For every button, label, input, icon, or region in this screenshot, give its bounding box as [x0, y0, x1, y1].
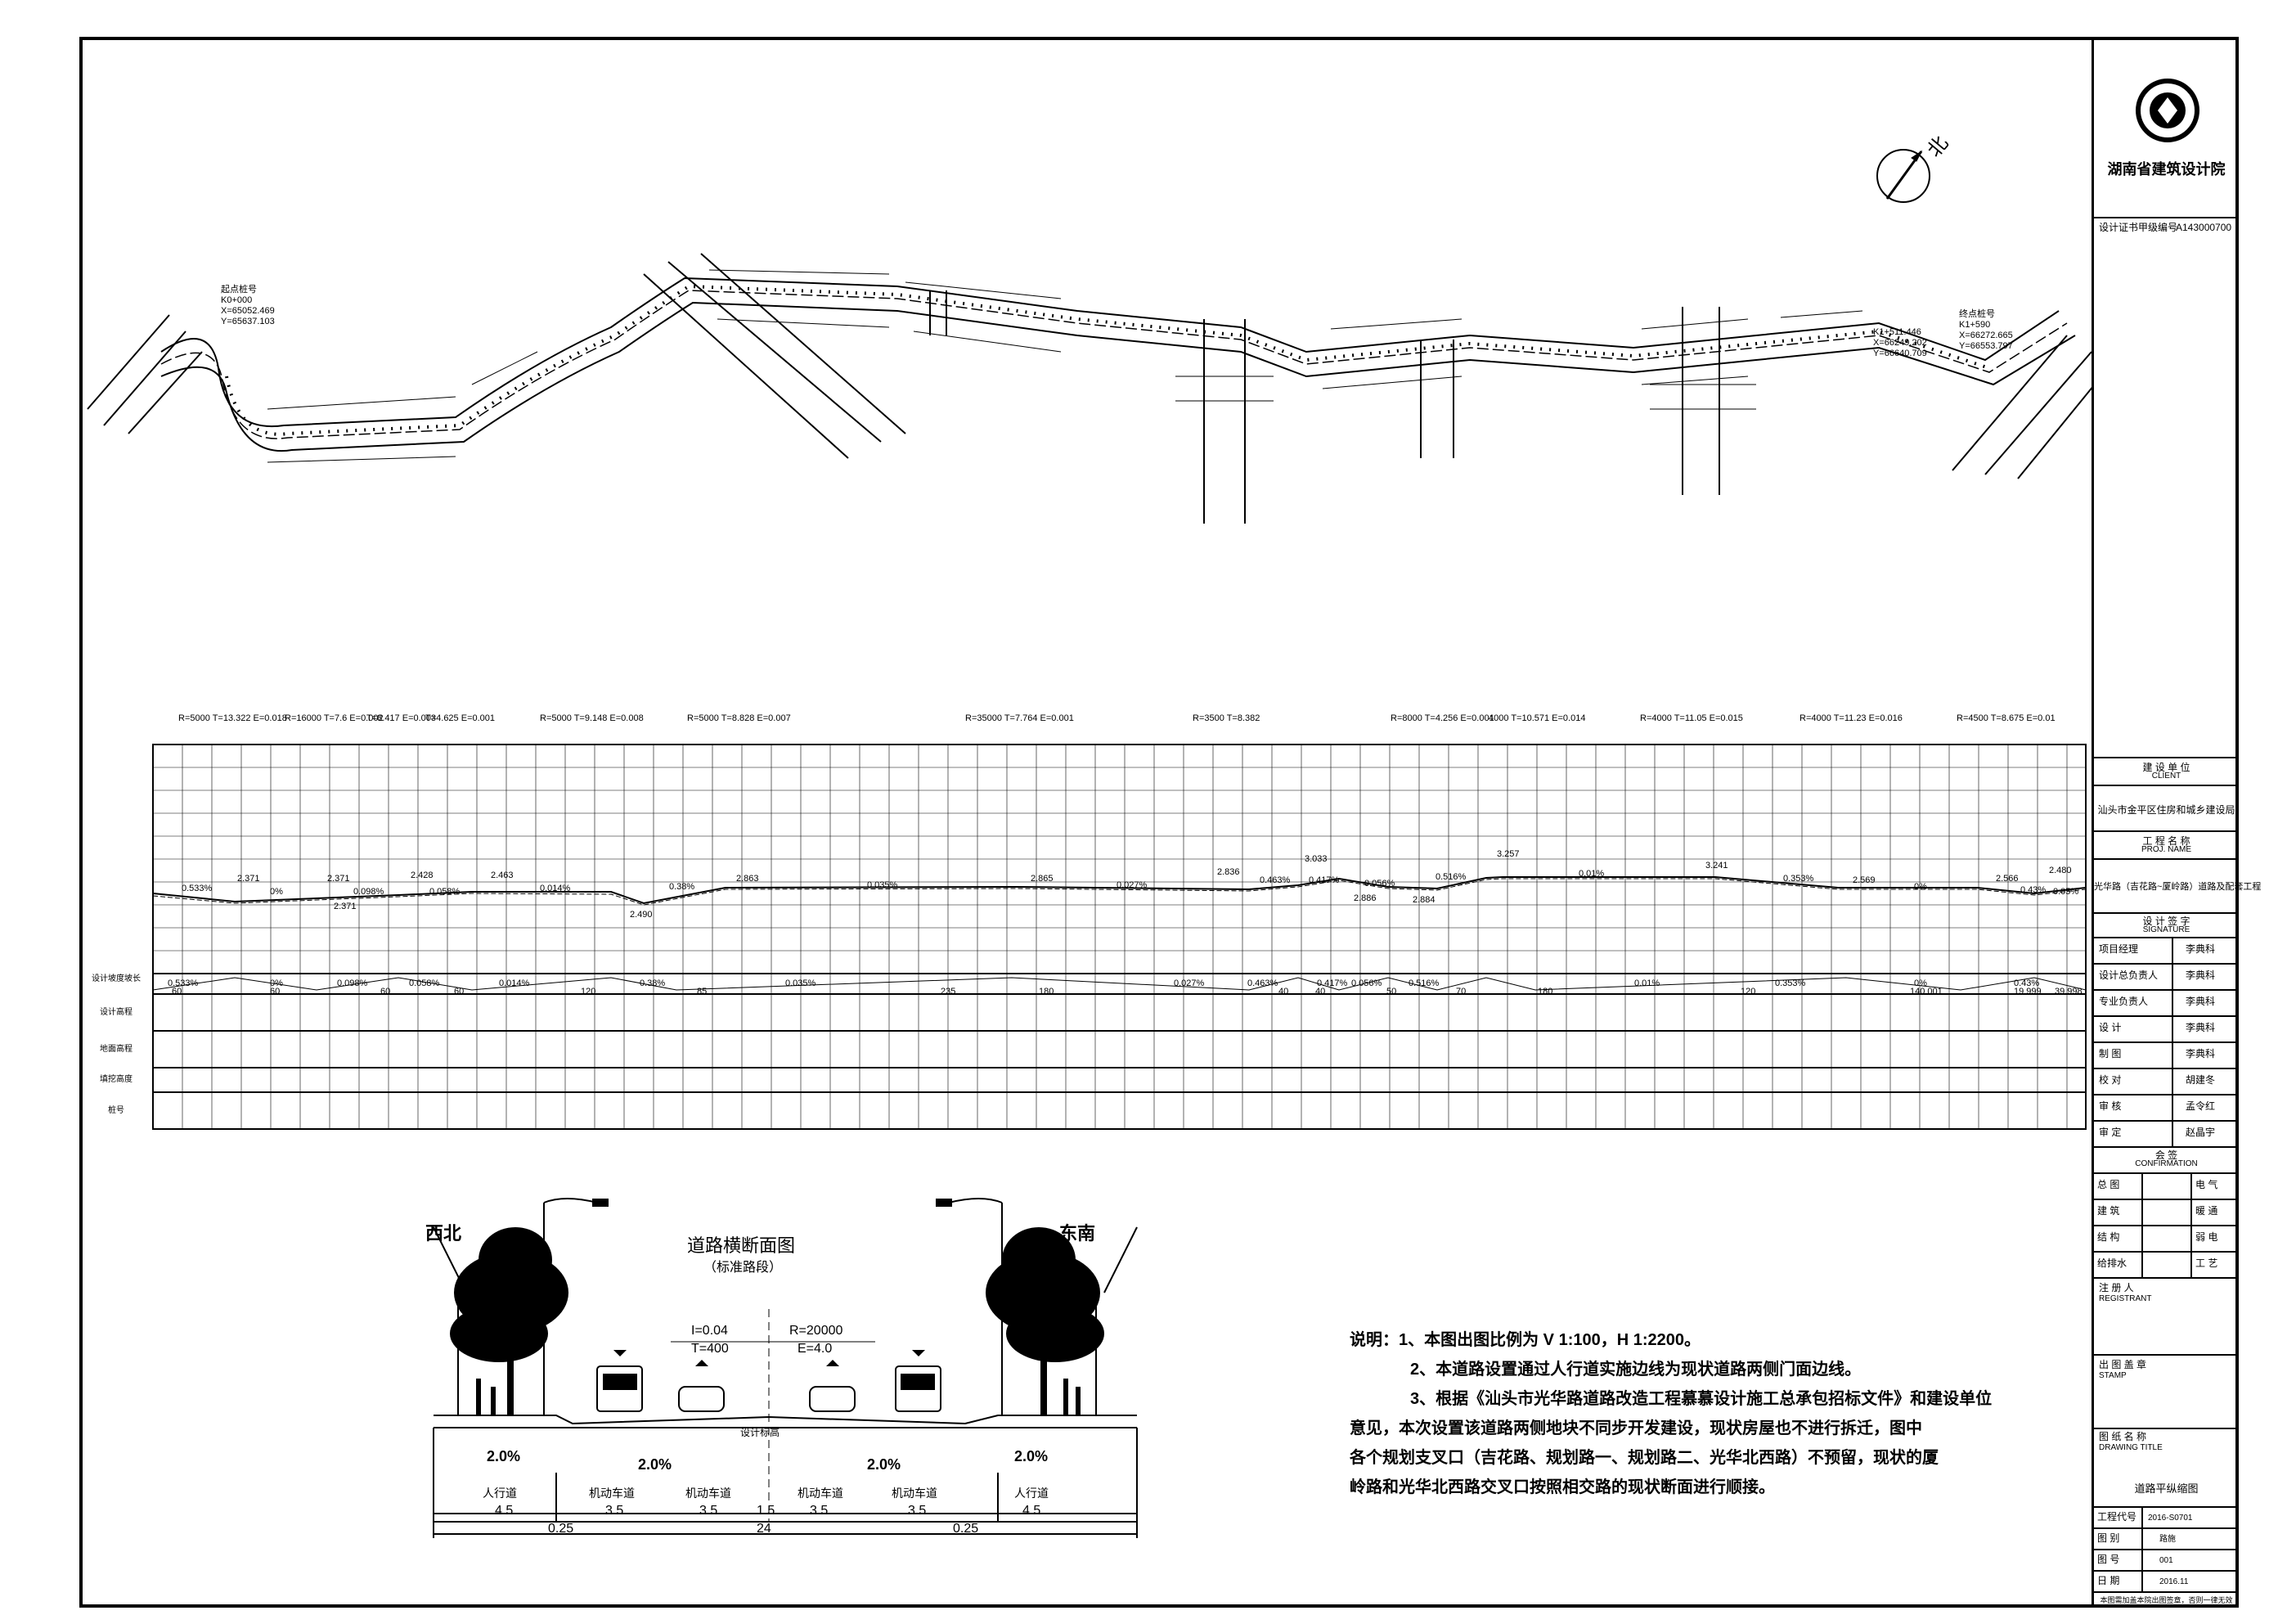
- company-logo-icon: [2136, 79, 2199, 142]
- profile-grid: [152, 744, 2087, 1130]
- company-name: 湖南省建筑设计院: [2107, 161, 2226, 178]
- road-alignment-left-edge: [160, 277, 2060, 428]
- ground-line: [152, 878, 2087, 906]
- cross-road-1: [929, 290, 947, 335]
- cross-road-diagonal: [643, 253, 906, 459]
- cert-label: 设计证书甲级编号: [2099, 222, 2178, 233]
- cross-section-drawing: [433, 1198, 1138, 1538]
- road-centerline: [160, 290, 2068, 439]
- cross-road-2: [1203, 319, 1246, 524]
- profile-row-labels: 设计坡度坡长 设计高程 地面高程 填挖高度 桩号: [92, 974, 141, 1115]
- title-block: 湖南省建筑设计院 设计证书甲级编号 A143000700 建 设 单 位 CLI…: [2092, 37, 2262, 1608]
- north-arrow-icon: [1876, 149, 1930, 203]
- footer-note: 本图需加盖本院出图签章，否则一律无效: [2100, 1596, 2233, 1604]
- tree-left-icon: [450, 1227, 568, 1415]
- design-notes: 说明：1、本图出图比例为 V 1:100，H 1:2200。 2、本道路设置通过…: [1350, 1331, 1993, 1496]
- project-name: 光华路（吉花路~厦岭路）道路及配套工程: [2094, 882, 2262, 892]
- cross-road-3: [1420, 340, 1454, 458]
- drawing-frame: [79, 37, 2239, 1608]
- road-plan-view: 北: [87, 149, 2092, 524]
- cross-road-4: [1682, 307, 1720, 495]
- design-grade-line: [152, 876, 2087, 905]
- cert-number: A143000700: [2176, 222, 2232, 233]
- road-alignment-right-edge: [160, 301, 2076, 452]
- vertical-curve-row: R=5000 T=13.322 E=0.018 R=16000 T=7.6 E=…: [178, 713, 2056, 723]
- tree-right-icon: [986, 1227, 1104, 1415]
- drawing-title: 道路平纵缩图: [2134, 1482, 2199, 1495]
- car-icon: [678, 1386, 725, 1412]
- grade-length-row: 0.533%60 0%60 0.098%60 0.058%60 0.014%12…: [168, 978, 2083, 996]
- car-icon: [809, 1386, 856, 1412]
- client-name: 汕头市金平区住房和城乡建设局: [2097, 804, 2235, 816]
